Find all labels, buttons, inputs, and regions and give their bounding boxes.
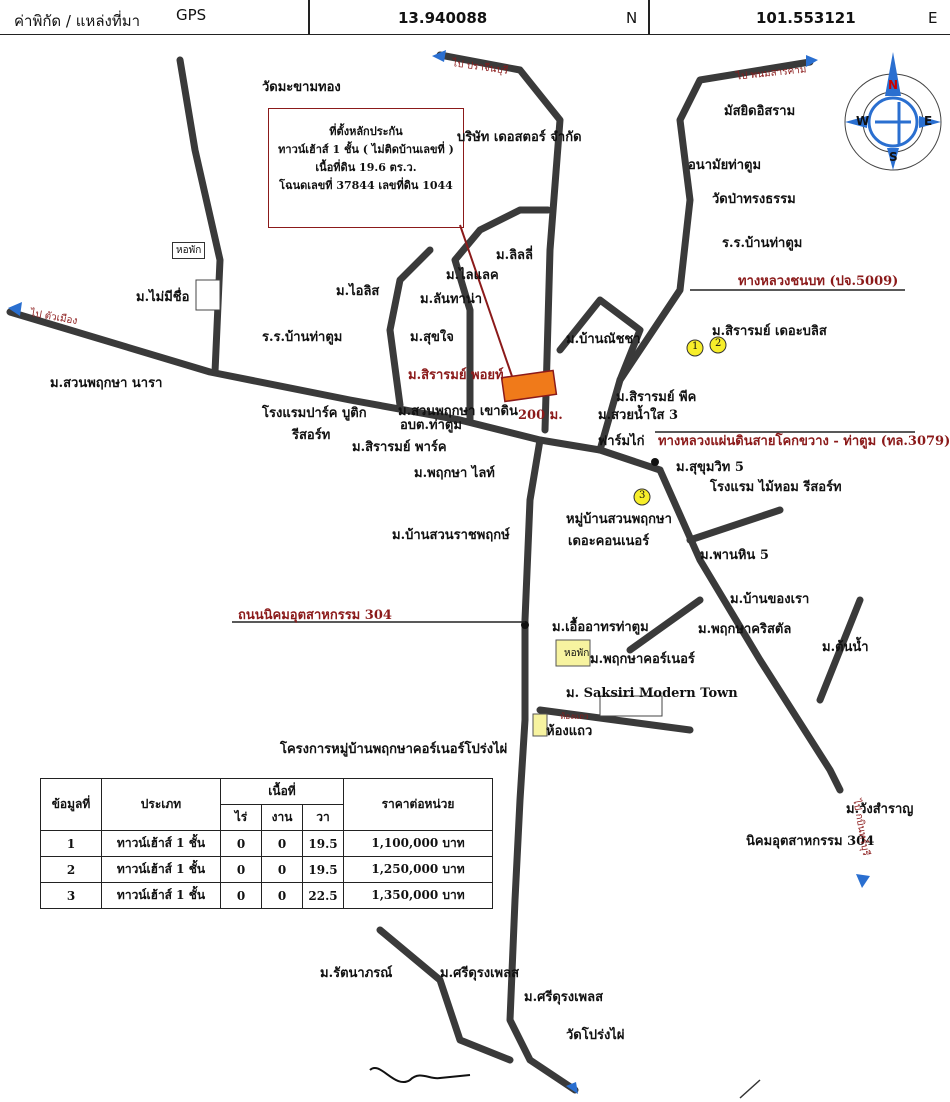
- label-distance: 200 ม.: [518, 408, 563, 423]
- label-industrial: นิคมอุตสาหกรรม 304: [746, 834, 875, 849]
- label-m-sirarom-peak: ม.สิรารมย์ พีค: [616, 390, 697, 405]
- compass-n: N: [888, 78, 899, 92]
- label-wat-pongphai: วัดโปร่งไผ่: [566, 1028, 625, 1043]
- label-m-sukjai: ม.สุขใจ: [410, 330, 454, 345]
- label-m-phanhin: ม.พานหิน 5: [700, 548, 769, 563]
- label-m-wangsamran: ม.วังสำราญ: [846, 802, 914, 817]
- road-304: [506, 436, 579, 1094]
- road-highway-3079: [656, 466, 844, 794]
- label-m-ban-nonchai: ม.บ้านณัชชา: [566, 332, 641, 347]
- price-table: ข้อมูลที่ ประเภท เนื้อที่ ราคาต่อหน่วย ไ…: [40, 778, 493, 909]
- label-project-pongphai: โครงการหมู่บ้านพฤกษาคอร์เนอร์โปร่งไผ่: [280, 742, 508, 757]
- marker-1: [686, 339, 704, 357]
- label-mosque: มัสยิดอิสราม: [724, 104, 796, 119]
- th-type: ประเภท: [101, 778, 221, 831]
- label-m-lanthana: ม.ลันทาน่า: [420, 292, 483, 307]
- road-north-center: [436, 51, 564, 434]
- room-row-box: [532, 713, 548, 737]
- label-m-uea-athon: ม.เอื้ออาทรท่าตูม: [552, 620, 649, 635]
- road-inner-2: [386, 246, 434, 409]
- label-m-sri-dung1: ม.ศรีดุรงเพลส: [440, 966, 520, 981]
- th-ngan: งาน: [261, 804, 303, 831]
- road-southwest: [376, 926, 514, 1064]
- table-row: 1 ทาวน์เฮ้าส์ 1 ชั้น 0 0 19.5 1,100,000 …: [40, 830, 493, 857]
- label-m-saksiri: ม. Saksiri Modern Town: [566, 686, 738, 701]
- label-m-maimichue: ม.ไม่มีชื่อ: [136, 290, 190, 305]
- label-obt: อบต.ท่าตูม: [400, 418, 462, 433]
- label-room-row: ห้องแถว: [546, 724, 593, 739]
- label-m-sirarom-bliss: ม.สิรารมย์ เดอะบลิส: [712, 324, 827, 339]
- label-m-pruksa-corner: ม.พฤกษาคอร์เนอร์: [590, 652, 695, 667]
- compass-e: E: [924, 114, 933, 128]
- th-area: เนื้อที่: [220, 778, 344, 805]
- label-m-tonnam: ม.ต้นน้ำ: [822, 640, 869, 655]
- label-road304: ถนนนิคมอุตสาหกรรม 304: [238, 608, 392, 623]
- road-spur-3: [536, 706, 694, 734]
- label-marker-1: 1: [692, 341, 699, 352]
- table-row: 3 ทาวน์เฮ้าส์ 1 ชั้น 0 0 22.5 1,350,000 …: [40, 882, 493, 909]
- label-highway: ทางหลวงแผ่นดินสายโคกขวาง - ท่าตูม (ทล.30…: [658, 434, 950, 449]
- label-m-suan-nara: ม.สวนพฤกษา นารา: [50, 376, 163, 391]
- th-rai: ไร่: [220, 804, 262, 831]
- label-marker-3: 3: [639, 490, 646, 501]
- label-m-lily: ม.ลิลลี่: [496, 248, 533, 263]
- label-wat-makham: วัดมะขามทอง: [262, 80, 341, 95]
- label-marker-2: 2: [715, 338, 722, 349]
- latitude-value: 13.940088: [398, 9, 488, 27]
- label-m-rattana: ม.รัตนาภรณ์: [320, 966, 393, 981]
- label-m-lilac: ม.ไลแลค: [446, 268, 499, 283]
- th-wa: วา: [302, 804, 344, 831]
- label-m-suay-namsai: ม.สวยน้ำใส 3: [598, 408, 678, 423]
- label-m-sirarom-point: ม.สิรารมย์ พอยท์: [408, 368, 504, 383]
- label-rural-road: ทางหลวงชนบท (ปจ.5009): [738, 274, 899, 289]
- label-school-thatum: ร.ร.บ้านท่าตูม: [722, 236, 803, 251]
- label-room-row-small: ห้องแถว: [560, 712, 589, 721]
- label-m-pruksa-crystal: ม.พฤกษาคริสตัล: [698, 622, 792, 637]
- compass-icon: [844, 52, 942, 171]
- label-m-sri-dung2: ม.ศรีดุรงเพลส: [524, 990, 604, 1005]
- label-watch-tower2: หอพัก: [564, 648, 590, 659]
- road-inner-3: [556, 296, 644, 384]
- label-m-pruksa-light: ม.พฤกษา ไลท์: [414, 466, 495, 481]
- label-m-ailis: ม.ไอลิส: [336, 284, 380, 299]
- coordinate-header: ค่าพิกัด / แหล่งที่มา GPS 13.940088 N 10…: [0, 0, 950, 35]
- label-m-suan-khaodin: ม.สวนพฤกษา เขาดิน: [398, 404, 518, 419]
- label-m-suan-corner2: เดอะคอนเนอร์: [568, 534, 650, 549]
- marker-2: [709, 336, 727, 354]
- signature: [369, 1067, 471, 1083]
- road-spur-2: [626, 596, 704, 654]
- road-spur-east: [686, 506, 784, 544]
- coord-label: ค่าพิกัด / แหล่งที่มา: [14, 12, 141, 30]
- label-watch-tower1: หอพัก: [172, 242, 206, 259]
- table-row: 2 ทาวน์เฮ้าส์ 1 ชั้น 0 0 19.5 1,250,000 …: [40, 856, 493, 883]
- coord-source: GPS: [176, 6, 207, 24]
- label-hotel-maihom: โรงแรม ไม้หอม รีสอร์ท: [710, 480, 842, 495]
- label-m-suan-corner1: หมู่บ้านสวนพฤกษา: [566, 512, 672, 527]
- label-m-ban-khongrao: ม.บ้านของเรา: [730, 592, 810, 607]
- label-school2: ร.ร.บ้านท่าตูม: [262, 330, 343, 345]
- latitude-unit: N: [626, 9, 638, 27]
- dormitory-box: [555, 639, 591, 667]
- label-chicken-farm: ฟาร์มไก่: [598, 434, 645, 449]
- label-m-sukhumvit: ม.สุขุมวิท 5: [676, 460, 744, 475]
- th-no: ข้อมูลที่: [40, 778, 102, 831]
- road-spur-4: [816, 596, 864, 704]
- label-company: บริษัท เดอสตอร์ จำกัด: [457, 130, 582, 145]
- label-m-ban-suanrat: ม.บ้านสวนราชพฤกษ์: [392, 528, 510, 543]
- label-m-sirarom-park: ม.สิรารมย์ พาร์ค: [352, 440, 447, 455]
- longitude-unit: E: [928, 9, 938, 27]
- longitude-value: 101.553121: [756, 9, 856, 27]
- collateral-info-box: ที่ตั้งหลักประกัน ทาวน์เฮ้าส์ 1 ชั้น ( ไ…: [268, 108, 464, 228]
- compass-s: S: [889, 150, 898, 164]
- label-health: อนามัยท่าตูม: [688, 158, 762, 173]
- collateral-plot: [500, 369, 558, 403]
- label-wat-pa: วัดป่าทรงธรรม: [712, 192, 796, 207]
- label-hotel-park: โรงแรมปาร์ค บูติก: [262, 406, 367, 421]
- marker-3: [633, 488, 651, 506]
- th-price: ราคาต่อหน่วย: [343, 778, 493, 831]
- road-north-west: [176, 56, 224, 376]
- label-resort: รีสอร์ท: [292, 428, 331, 443]
- compass-w: W: [856, 114, 870, 128]
